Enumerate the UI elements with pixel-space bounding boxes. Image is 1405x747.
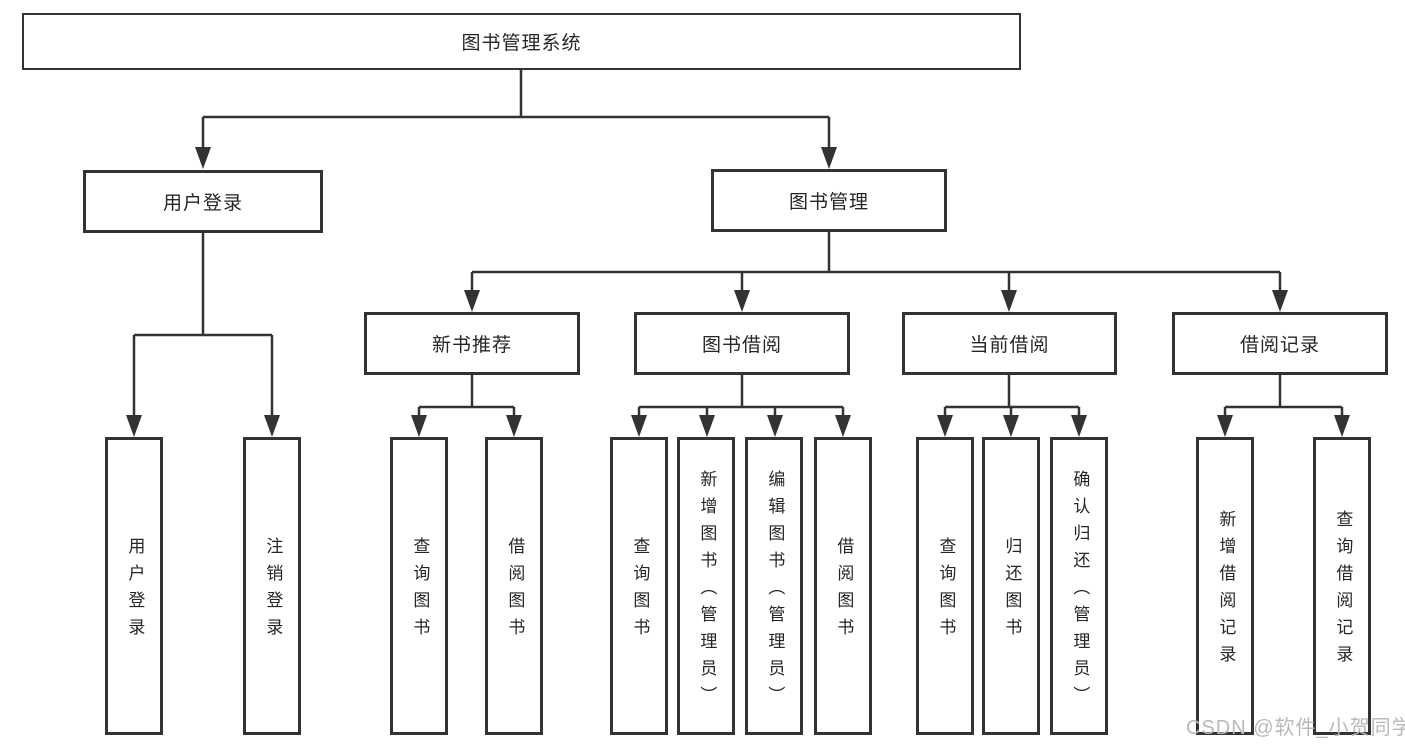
leaf-bb-edit-book-label: 编辑图书︵管理员︶ <box>765 469 785 713</box>
node-user-login: 用户登录 <box>83 170 323 233</box>
leaf-bb-add-book-label: 新增图书︵管理员︶ <box>697 469 717 713</box>
arrowhead <box>734 290 750 312</box>
node-user-login-label: 用户登录 <box>162 193 243 214</box>
node-book-borrow-label: 图书借阅 <box>701 335 782 356</box>
leaf-br-add-record: 新增借阅记录 <box>1196 437 1254 735</box>
leaf-bb-edit-book: 编辑图书︵管理员︶ <box>745 437 803 735</box>
leaf-bb-add-book: 新增图书︵管理员︶ <box>677 437 735 735</box>
arrowhead <box>506 415 522 437</box>
node-current-borrow: 当前借阅 <box>902 312 1117 375</box>
arrowhead <box>937 415 953 437</box>
leaf-logout-label: 注销登录 <box>263 537 283 645</box>
arrowhead <box>411 415 427 437</box>
connector-user-login-to-leaves <box>132 233 274 417</box>
arrowhead <box>1272 290 1288 312</box>
node-root-label: 图书管理系统 <box>461 33 582 54</box>
leaf-bb-query-book-label: 查询图书 <box>630 537 650 645</box>
leaf-cb-query-book: 查询图书 <box>916 437 974 735</box>
arrowhead <box>126 415 142 437</box>
connector-book-borrow-to-leaves <box>637 375 845 417</box>
connector-new-book-rec-to-leaves <box>417 375 516 417</box>
node-borrow-record: 借阅记录 <box>1172 312 1388 375</box>
leaf-cb-return-book: 归还图书 <box>982 437 1040 735</box>
node-current-borrow-label: 当前借阅 <box>969 335 1050 356</box>
node-borrow-record-label: 借阅记录 <box>1239 335 1320 356</box>
arrowhead <box>631 415 647 437</box>
leaf-cb-return-book-label: 归还图书 <box>1002 537 1022 645</box>
arrowhead <box>1217 415 1233 437</box>
leaf-rec-borrow-book: 借阅图书 <box>485 437 543 735</box>
node-book-mgmt-label: 图书管理 <box>788 192 869 213</box>
arrowhead <box>464 290 480 312</box>
leaf-rec-borrow-book-label: 借阅图书 <box>505 537 525 645</box>
arrowhead <box>767 415 783 437</box>
node-book-borrow: 图书借阅 <box>634 312 850 375</box>
arrowhead <box>1001 290 1017 312</box>
node-book-mgmt: 图书管理 <box>711 169 947 232</box>
leaf-bb-borrow-book: 借阅图书 <box>814 437 872 735</box>
leaf-bb-borrow-book-label: 借阅图书 <box>834 537 854 645</box>
node-new-book-rec-label: 新书推荐 <box>431 335 512 356</box>
node-new-book-rec: 新书推荐 <box>364 312 580 375</box>
leaf-cb-confirm-return-label: 确认归还︵管理员︶ <box>1070 469 1090 713</box>
arrowhead <box>195 147 211 169</box>
leaf-user-login-label: 用户登录 <box>125 537 145 645</box>
arrowhead <box>1334 415 1350 437</box>
leaf-br-query-record: 查询借阅记录 <box>1313 437 1371 735</box>
csdn-watermark: CSDN @软件_小贺同学 <box>1186 717 1405 739</box>
leaf-logout: 注销登录 <box>243 437 301 735</box>
leaf-cb-query-book-label: 查询图书 <box>936 537 956 645</box>
leaf-user-login: 用户登录 <box>105 437 163 735</box>
leaf-br-query-record-label: 查询借阅记录 <box>1333 510 1353 672</box>
leaf-cb-confirm-return: 确认归还︵管理员︶ <box>1050 437 1108 735</box>
connector-borrow-record-to-leaves <box>1223 375 1344 417</box>
leaf-rec-query-book: 查询图书 <box>390 437 448 735</box>
leaf-bb-query-book: 查询图书 <box>610 437 668 735</box>
arrowhead <box>1071 415 1087 437</box>
arrowhead <box>264 415 280 437</box>
node-root: 图书管理系统 <box>22 13 1021 70</box>
connector-root-to-level1 <box>201 70 831 149</box>
connector-current-borrow-to-leaves <box>943 375 1081 417</box>
leaf-rec-query-book-label: 查询图书 <box>410 537 430 645</box>
leaf-br-add-record-label: 新增借阅记录 <box>1216 510 1236 672</box>
arrowhead <box>1003 415 1019 437</box>
connector-book-mgmt-to-level2 <box>470 232 1282 292</box>
arrowhead <box>699 415 715 437</box>
arrowhead <box>835 415 851 437</box>
arrowhead <box>821 147 837 169</box>
